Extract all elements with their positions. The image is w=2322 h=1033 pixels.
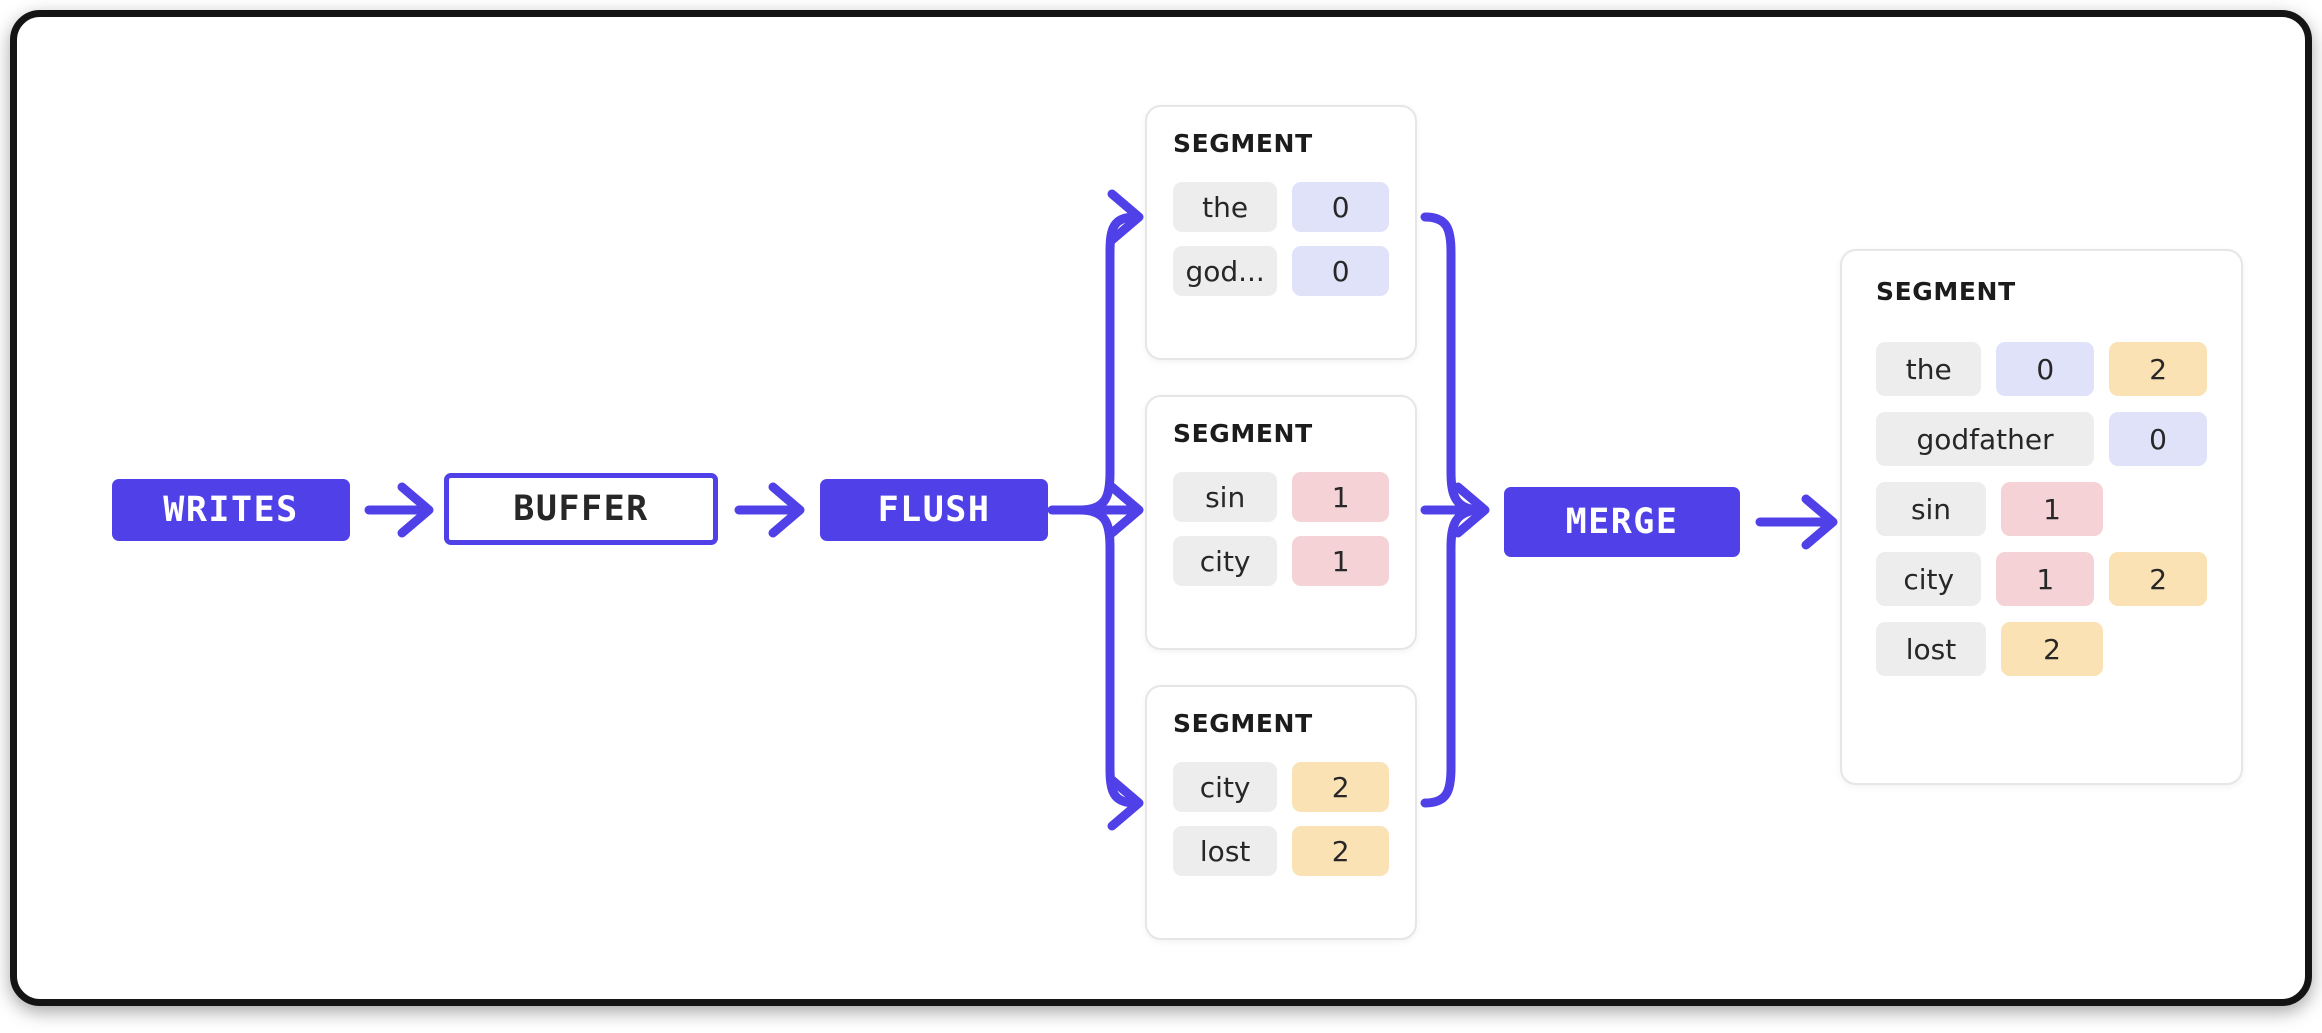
merged-value-cell: 1	[2001, 482, 2103, 536]
segment-value-cell: 2	[1292, 762, 1389, 812]
segment-card-3[interactable]: SEGMENT city 2 lost 2	[1145, 685, 1417, 940]
merged-value-cell: 2	[2001, 622, 2103, 676]
segment-title: SEGMENT	[1173, 129, 1313, 158]
arrowhead-to-segment-1	[1107, 189, 1144, 245]
fanin-trunk-up	[1420, 212, 1486, 515]
node-buffer[interactable]: BUFFER	[444, 473, 718, 545]
node-flush[interactable]: FLUSH	[820, 479, 1048, 541]
fanout-trunk-down	[1075, 505, 1140, 808]
merged-row: the 0 2	[1876, 342, 2208, 396]
segment-key-cell: god...	[1173, 246, 1278, 296]
segment-value-cell: 0	[1292, 182, 1389, 232]
merged-row: city 1 2	[1876, 552, 2208, 606]
segment-rows: city 2 lost 2	[1173, 762, 1389, 876]
segment-row: the 0	[1173, 182, 1389, 232]
segment-value-cell: 2	[1292, 826, 1389, 876]
arrowhead-into-merge	[1453, 482, 1490, 538]
segment-rows: sin 1 city 1	[1173, 472, 1389, 586]
merged-key-cell: sin	[1876, 482, 1986, 536]
merged-key-cell: godfather	[1876, 412, 2095, 466]
merged-segment-rows: the 0 2 godfather 0 sin 1 city 1 2	[1876, 342, 2208, 676]
merged-value-cell: 0	[1996, 342, 2095, 396]
segment-card-2[interactable]: SEGMENT sin 1 city 1	[1145, 395, 1417, 650]
segment-card-1[interactable]: SEGMENT the 0 god... 0	[1145, 105, 1417, 360]
merged-row: sin 1	[1876, 482, 2207, 536]
segment-row: city 2	[1173, 762, 1389, 812]
merged-row: lost 2	[1876, 622, 2207, 676]
segment-key-cell: city	[1173, 762, 1278, 812]
segment-key-cell: the	[1173, 182, 1278, 232]
merged-key-cell: lost	[1876, 622, 1986, 676]
merged-key-cell: the	[1876, 342, 1982, 396]
segment-title: SEGMENT	[1173, 709, 1313, 738]
merged-row: godfather 0	[1876, 412, 2207, 466]
merged-value-cell: 2	[2109, 552, 2208, 606]
segment-value-cell: 0	[1292, 246, 1389, 296]
segment-row: sin 1	[1173, 472, 1389, 522]
segment-rows: the 0 god... 0	[1173, 182, 1389, 296]
segment-row: god... 0	[1173, 246, 1389, 296]
segment-value-cell: 1	[1292, 472, 1389, 522]
segment-row: city 1	[1173, 536, 1389, 586]
arrow-buffer-to-flush-head	[768, 482, 805, 538]
merged-value-cell: 0	[2109, 412, 2207, 466]
segment-value-cell: 1	[1292, 536, 1389, 586]
merged-segment-card[interactable]: SEGMENT the 0 2 godfather 0 sin 1 city	[1840, 249, 2243, 785]
arrowhead-to-segment-2	[1107, 482, 1144, 538]
merged-key-cell: city	[1876, 552, 1982, 606]
fanout-trunk-up	[1075, 212, 1140, 515]
merged-segment-title: SEGMENT	[1876, 277, 2016, 306]
arrow-writes-to-buffer-head	[397, 482, 434, 538]
segment-row: lost 2	[1173, 826, 1389, 876]
segment-title: SEGMENT	[1173, 419, 1313, 448]
node-merge[interactable]: MERGE	[1504, 487, 1740, 557]
arrow-merge-to-segment-head	[1801, 494, 1838, 550]
segment-key-cell: sin	[1173, 472, 1278, 522]
fanin-trunk-down	[1420, 505, 1486, 808]
segment-key-cell: lost	[1173, 826, 1278, 876]
segment-key-cell: city	[1173, 536, 1278, 586]
arrowhead-to-segment-3	[1107, 775, 1144, 831]
merged-value-cell: 1	[1996, 552, 2095, 606]
merged-value-cell: 2	[2109, 342, 2208, 396]
diagram-frame: WRITES BUFFER FLUSH MERGE SEGMENT the 0 …	[10, 10, 2312, 1006]
node-writes[interactable]: WRITES	[112, 479, 350, 541]
